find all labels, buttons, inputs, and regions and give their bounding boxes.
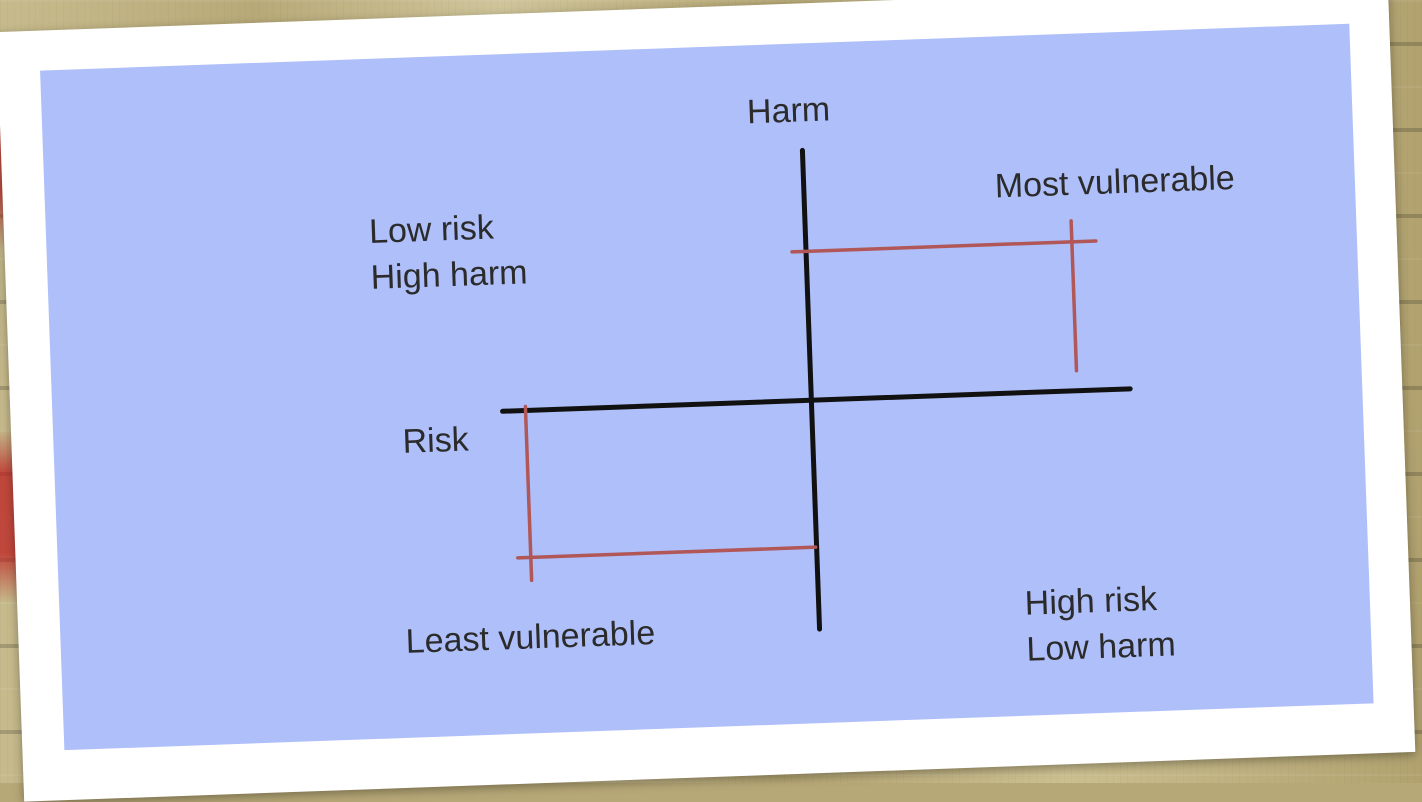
top-right-horizontal-marker — [790, 239, 1098, 254]
least-vulnerable-label: Least vulnerable — [405, 613, 656, 661]
risk-axis — [500, 386, 1133, 414]
bottom-left-vertical-marker — [523, 404, 534, 583]
most-vulnerable-label: Most vulnerable — [994, 158, 1236, 206]
high-risk-text: High risk — [1024, 580, 1158, 623]
quadrant-diagram — [500, 147, 1133, 632]
top-left-quadrant-label: Low risk High harm — [368, 204, 528, 301]
low-harm-text: Low harm — [1025, 624, 1177, 669]
low-risk-text: Low risk — [368, 208, 495, 251]
harm-axis — [799, 147, 823, 632]
risk-label: Risk — [401, 420, 470, 461]
top-right-vertical-marker — [1069, 219, 1079, 373]
harm-label: Harm — [746, 90, 831, 132]
bottom-right-quadrant-label: High risk Low harm — [1024, 576, 1176, 672]
diagram-panel: Harm Low risk High harm Most vulnerable … — [40, 23, 1374, 751]
high-harm-text: High harm — [370, 252, 529, 297]
bottom-left-horizontal-marker — [516, 545, 818, 560]
